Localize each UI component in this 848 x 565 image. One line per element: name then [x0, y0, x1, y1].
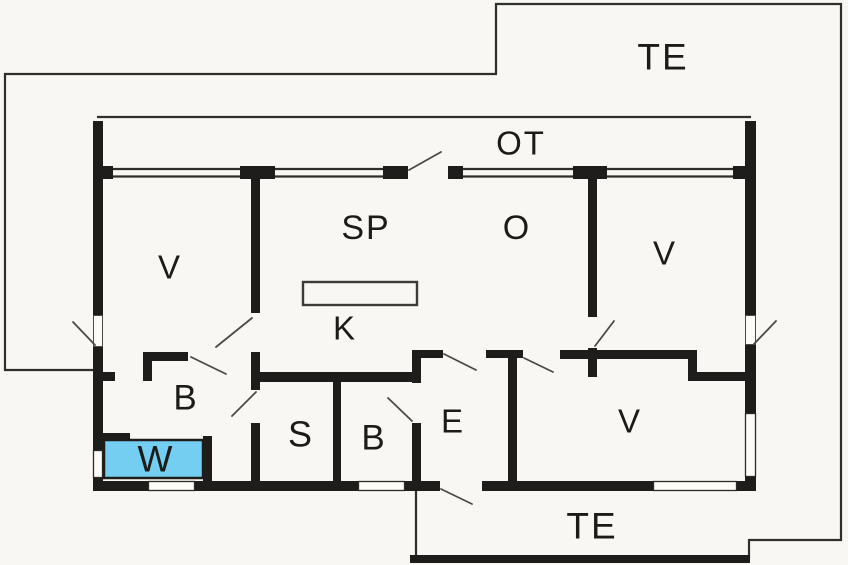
door-swing-k-v	[523, 357, 554, 373]
door-swing-v-sp	[215, 317, 253, 348]
window-right-wall	[744, 412, 757, 478]
room-label-open-terrace: OT	[496, 125, 546, 162]
window-bottom-wc	[147, 480, 196, 492]
door-swing-right-terrace	[753, 320, 777, 345]
room-label-room-sp: SP	[341, 209, 390, 247]
door-swing-b-s	[231, 391, 257, 417]
terrace-bottom-edge	[410, 555, 750, 563]
room-label-room-v-left: V	[158, 249, 182, 286]
door-swing-ot	[408, 151, 442, 171]
room-label-room-v-bottom: V	[618, 403, 642, 440]
door-swing-b-left	[190, 356, 227, 375]
kitchen-counter	[301, 280, 419, 307]
door-swing-b-e	[387, 397, 413, 422]
building-walls	[93, 121, 756, 491]
window-band	[113, 167, 733, 178]
room-label-room-v-midright: V	[653, 235, 677, 272]
room-label-room-b-left: B	[173, 379, 198, 418]
door-opening-left-terrace	[93, 315, 103, 347]
room-label-entry-e: E	[441, 403, 465, 440]
door-swing-o-v	[594, 320, 615, 347]
window-left-wall	[92, 449, 104, 479]
room-label-terrace-top: TE	[637, 37, 688, 78]
room-label-room-o: O	[503, 209, 531, 247]
window-bottom-b	[357, 480, 406, 492]
door-swings	[72, 151, 777, 505]
wc-room-highlight[interactable]	[102, 438, 205, 480]
room-label-wc-w: W	[138, 439, 175, 480]
room-label-terrace-bottom: TE	[566, 506, 617, 547]
entrance-door-swing	[440, 488, 473, 505]
terrace-outlines	[3, 2, 843, 563]
window-bottom-v	[652, 480, 738, 492]
door-swing-left-terrace	[72, 321, 96, 346]
door-opening-right-terrace	[745, 315, 756, 345]
windows	[92, 315, 757, 492]
room-label-room-s: S	[288, 414, 314, 455]
door-swing-k-e	[443, 353, 477, 371]
room-label-kitchen-k: K	[333, 310, 357, 347]
room-label-room-b-mid: B	[361, 419, 386, 458]
